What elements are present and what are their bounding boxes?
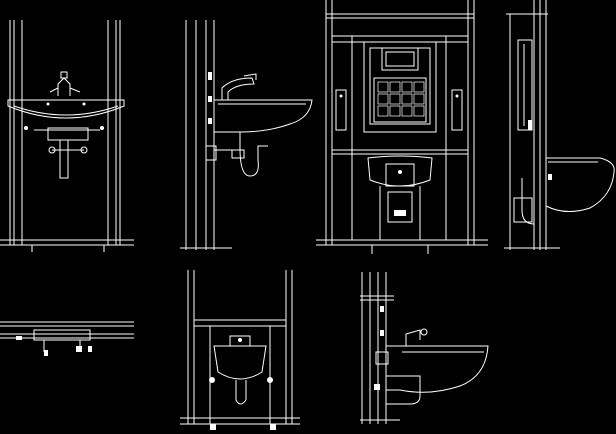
washbasin-plan-view [0, 321, 134, 356]
washbasin-side-elevation [180, 20, 313, 250]
wc-front-elevation [316, 0, 488, 254]
washbasin-front-elevation [0, 20, 134, 252]
bidet-side-elevation [360, 272, 489, 424]
bidet-front-elevation [180, 270, 300, 430]
wc-side-elevation [504, 0, 615, 250]
